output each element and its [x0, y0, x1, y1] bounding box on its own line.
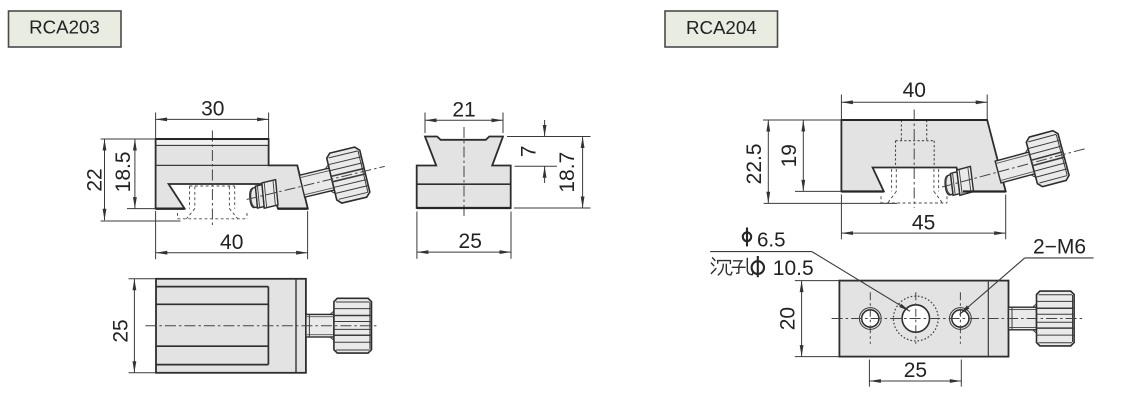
- svg-text:22.5: 22.5: [743, 143, 766, 184]
- svg-text:30: 30: [201, 98, 224, 121]
- svg-text:22: 22: [84, 168, 107, 191]
- svg-text:7: 7: [518, 146, 541, 158]
- svg-text:2−M6: 2−M6: [1033, 235, 1086, 258]
- svg-text:RCA203: RCA203: [29, 16, 100, 37]
- svg-text:18.7: 18.7: [556, 152, 579, 193]
- svg-text:25: 25: [459, 230, 482, 253]
- svg-text:19: 19: [778, 144, 801, 167]
- svg-text:45: 45: [912, 212, 935, 235]
- svg-text:RCA204: RCA204: [686, 17, 757, 38]
- svg-text:20: 20: [777, 307, 800, 330]
- svg-text:18.5: 18.5: [112, 151, 135, 192]
- svg-text:21: 21: [452, 98, 475, 121]
- svg-text:6.5: 6.5: [757, 229, 786, 252]
- svg-text:10.5: 10.5: [773, 257, 814, 280]
- svg-text:40: 40: [220, 231, 243, 254]
- svg-text:40: 40: [903, 79, 926, 102]
- svg-text:25: 25: [904, 359, 927, 382]
- svg-text:25: 25: [110, 319, 133, 342]
